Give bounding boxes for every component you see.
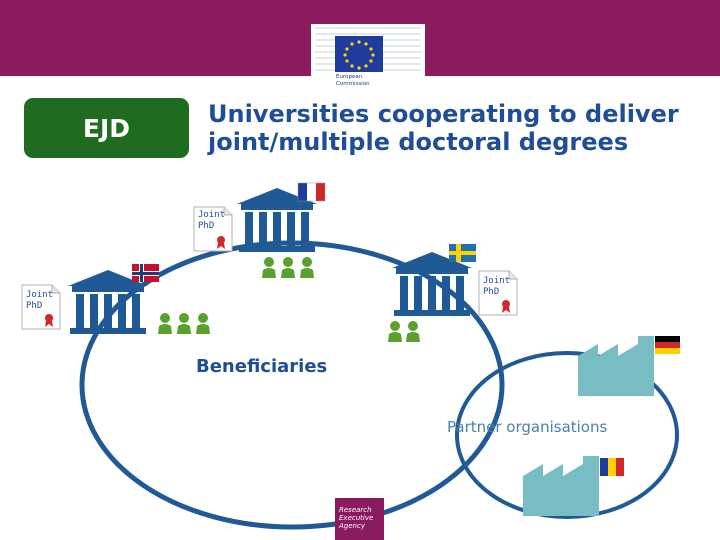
doc-1-label-2: PhD (198, 221, 214, 231)
doc-2-label-2: PhD (26, 301, 42, 311)
people-group-sweden (388, 321, 420, 342)
ejd-label: EJD (82, 113, 131, 143)
page-title: Universities cooperating to deliver join… (208, 100, 708, 156)
flag-sweden-icon (449, 244, 476, 262)
rea-logo: Research Executive Agency (335, 498, 384, 540)
flag-france-icon (297, 182, 326, 202)
partner-factory-icon-1 (578, 336, 654, 396)
flag-norway-icon (132, 264, 159, 282)
doc-3-label-2: PhD (483, 287, 499, 297)
beneficiaries-label: Beneficiaries (196, 356, 328, 377)
rea-line-1: Research (339, 506, 372, 514)
doc-2-label-1: Joint (26, 290, 53, 300)
logo-line-1: European (336, 74, 363, 80)
title-line-1: Universities cooperating to deliver (208, 100, 679, 128)
flag-romania-icon (600, 458, 624, 476)
doc-3-label-1: Joint (483, 276, 510, 286)
partner-organisations-label: Partner organisations (447, 418, 608, 436)
european-commission-wordmark: European Commission (336, 74, 396, 87)
flag-germany-icon (655, 336, 680, 354)
rea-line-3: Agency (339, 522, 365, 530)
ejd-box: EJD (24, 98, 189, 158)
logo-line-2: Commission (336, 80, 370, 87)
european-commission-logo (311, 24, 425, 78)
people-group-norway (158, 313, 210, 334)
title-line-2: joint/multiple doctoral degrees (208, 128, 629, 156)
people-group-france (262, 257, 314, 278)
partner-factory-icon-2 (523, 456, 599, 516)
partner-circle (455, 351, 679, 519)
doc-1-label-1: Joint (198, 210, 225, 220)
rea-line-2: Executive (339, 514, 374, 522)
